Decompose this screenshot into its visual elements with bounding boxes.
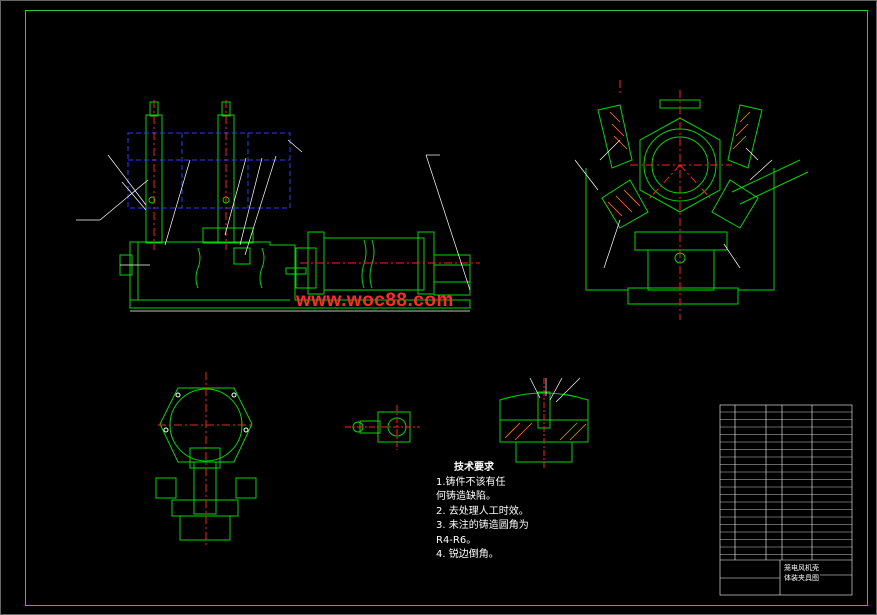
side-view-leaders (574, 139, 773, 269)
title-block-name: 笼电风机壳 体装夹具图 (784, 563, 819, 583)
technical-requirement-line: 3. 未注的铸造圆角为 (436, 520, 529, 531)
technical-requirement-line: 4. 锐边倒角。 (436, 549, 499, 560)
title-block-name-line: 体装夹具图 (784, 574, 819, 582)
side-view (585, 99, 809, 305)
technical-requirements-title: 技术要求 (454, 462, 494, 473)
technical-requirements: 技术要求 1.铸件不该有任 何铸造缺陷。 2. 去处理人工时效。 3. 未注的铸… (436, 461, 529, 563)
side-view-center-lines (619, 80, 732, 320)
bom-table (719, 404, 853, 596)
technical-requirement-line: R4-R6。 (436, 534, 477, 546)
bom-rows (720, 411, 852, 555)
technical-requirement-line: 2. 去处理人工时效。 (436, 505, 529, 517)
front-view-hidden-lines (127, 132, 291, 209)
detail-view-section-leaders (529, 377, 581, 403)
detail-view-middle-center-lines (345, 405, 420, 450)
detail-view-left-center-lines (158, 372, 254, 545)
side-view-hatching (607, 111, 751, 217)
front-view-center-lines (153, 100, 480, 264)
detail-view-section-hatching (504, 422, 587, 441)
front-view-leaders (76, 139, 471, 312)
technical-requirement-line: 何铸造缺陷。 (436, 491, 496, 502)
technical-requirement-line: 1.铸件不该有任 (436, 476, 506, 488)
watermark-text: www.woc88.com (296, 290, 454, 311)
title-block-name-line: 笼电风机壳 (784, 564, 819, 572)
